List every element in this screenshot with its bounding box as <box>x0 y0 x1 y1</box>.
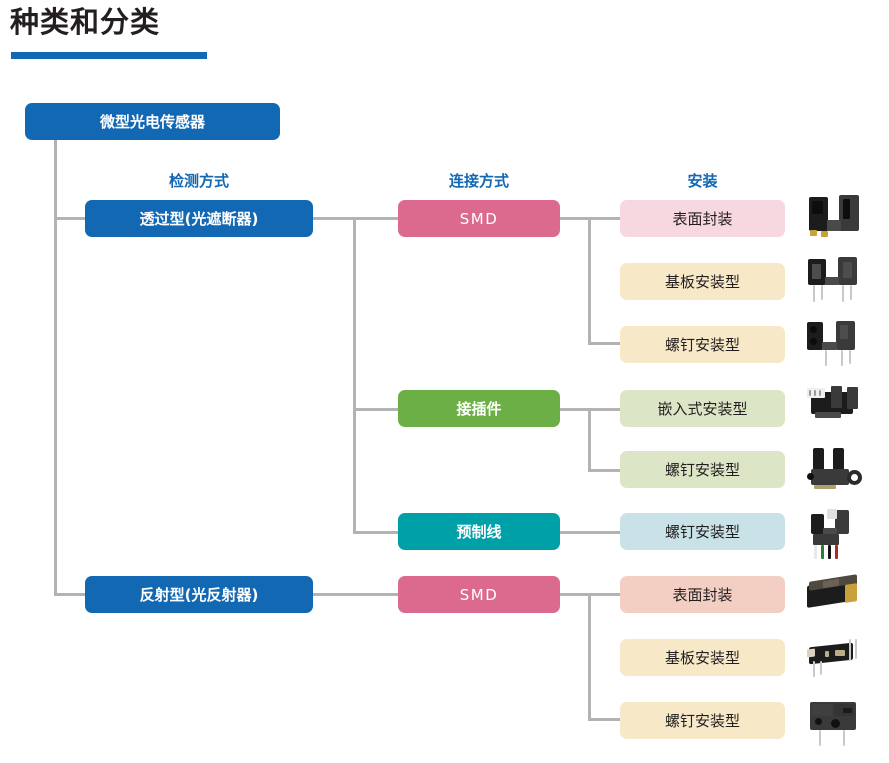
node-mounting-screw-4[interactable]: 螺钉安装型 <box>620 702 785 739</box>
link-reflective-to-smd2 <box>311 593 401 596</box>
product-photo-slot-sensor-screw-tab <box>805 445 867 497</box>
node-smd-reflective[interactable]: SMD <box>398 576 560 613</box>
node-reflective[interactable]: 反射型(光反射器) <box>85 576 313 613</box>
column-header-connection: 连接方式 <box>448 172 509 190</box>
link-smd2-to-screw <box>588 718 622 721</box>
node-mounting-surface-1[interactable]: 表面封装 <box>620 200 785 237</box>
node-connector[interactable]: 接插件 <box>398 390 560 427</box>
link-root-to-through-beam <box>54 217 87 220</box>
node-through-beam[interactable]: 透过型(光遮断器) <box>85 200 313 237</box>
trunk-line-smd1 <box>588 217 591 345</box>
link-through-beam-to-connector <box>353 408 401 411</box>
link-prewired-to-screw <box>558 531 622 534</box>
node-mounting-screw-3[interactable]: 螺钉安装型 <box>620 513 785 550</box>
trunk-line-connector <box>588 408 591 472</box>
trunk-line-through-beam <box>353 217 356 534</box>
link-through-beam-stub <box>311 217 401 220</box>
link-through-beam-to-prewired <box>353 531 401 534</box>
product-photo-reflector-smd <box>805 570 867 622</box>
trunk-line-smd2 <box>588 593 591 721</box>
node-mounting-pcb-2[interactable]: 基板安装型 <box>620 639 785 676</box>
node-smd-through-beam[interactable]: SMD <box>398 200 560 237</box>
node-mounting-pcb-1[interactable]: 基板安装型 <box>620 263 785 300</box>
node-prewired[interactable]: 预制线 <box>398 513 560 550</box>
column-header-mounting: 安装 <box>687 172 718 190</box>
node-root[interactable]: 微型光电传感器 <box>25 103 280 140</box>
link-connector-to-screw <box>588 469 622 472</box>
node-mounting-surface-2[interactable]: 表面封装 <box>620 576 785 613</box>
product-photo-slot-sensor-screw <box>805 318 867 370</box>
node-mounting-screw-1[interactable]: 螺钉安装型 <box>620 326 785 363</box>
product-photo-slot-sensor-connector <box>805 382 867 434</box>
page-title: 种类和分类 <box>10 5 161 39</box>
product-photo-slot-sensor-cable <box>805 508 867 560</box>
column-header-detection: 检测方式 <box>168 172 229 190</box>
product-photo-slot-sensor-through-hole <box>805 255 867 307</box>
product-photo-reflector-screw <box>805 696 867 748</box>
link-smd1-to-screw <box>588 342 622 345</box>
node-mounting-embedded[interactable]: 嵌入式安装型 <box>620 390 785 427</box>
link-root-to-reflective <box>54 593 87 596</box>
product-photo-slot-sensor-smd <box>805 192 867 244</box>
product-photo-reflector-through-hole <box>805 633 867 685</box>
title-underline <box>11 52 207 59</box>
trunk-line-root <box>54 140 57 596</box>
node-mounting-screw-2[interactable]: 螺钉安装型 <box>620 451 785 488</box>
